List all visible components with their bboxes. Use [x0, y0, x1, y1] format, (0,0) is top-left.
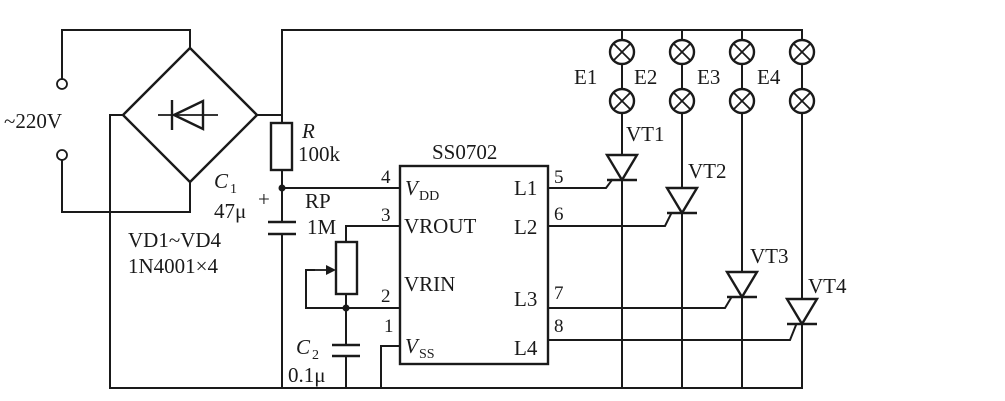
- thyristor-label-vt2: VT2: [688, 159, 727, 183]
- lamp-label-e1: E1: [574, 65, 597, 89]
- pin-name: L1: [514, 176, 537, 200]
- ic-body: [398, 164, 550, 366]
- bridge-label-line1: VD1~VD4: [128, 228, 222, 252]
- pin-name: L3: [514, 287, 537, 311]
- lamp-column-4: [784, 29, 820, 389]
- rp-wiper-arrow: [326, 265, 336, 275]
- ac-terminal-bottom: [56, 149, 68, 161]
- bridge-diode-symbol: [171, 99, 205, 131]
- pin-name-main: VROUT: [404, 214, 477, 238]
- pin-number: 4: [381, 167, 391, 188]
- pin-name-main: V: [405, 334, 420, 358]
- capacitor-c1: [268, 187, 296, 389]
- thyristor-icon: [664, 186, 700, 216]
- pin-number: 2: [381, 286, 391, 307]
- ac-wires: [61, 29, 191, 213]
- c1-ref: C: [214, 169, 229, 193]
- c2-ref-sub: 2: [312, 348, 319, 363]
- ic-name: SS0702: [432, 140, 497, 164]
- ac-terminal-top: [56, 78, 68, 90]
- pin-number: 7: [554, 283, 564, 304]
- lamp-label-e2: E2: [634, 65, 657, 89]
- bridge-outputs: [109, 114, 283, 389]
- lamp-label-e3: E3: [697, 65, 720, 89]
- resistor-value: 100k: [298, 142, 341, 166]
- rp-body: [334, 240, 359, 296]
- pin-name: L2: [514, 215, 537, 239]
- bridge-label-line2: 1N4001×4: [128, 254, 219, 278]
- pin-name-sub: SS: [419, 347, 435, 362]
- c2-ref: C: [296, 335, 311, 359]
- lamp-column-1: [604, 29, 640, 389]
- pin-name-sub: DD: [419, 189, 439, 204]
- potentiometer-rp: [305, 225, 401, 309]
- pin-number: 8: [554, 316, 564, 337]
- thyristor-icon: [604, 153, 640, 183]
- c2-value: 0.1μ: [288, 363, 326, 387]
- rp-value: 1M: [307, 215, 337, 239]
- resistor-ref: R: [301, 119, 315, 143]
- lamp-column-2: [664, 29, 700, 389]
- pin-number: 1: [384, 316, 394, 337]
- lamp-label-e4: E4: [757, 65, 781, 89]
- ac-source: ~220V: [4, 78, 68, 161]
- pin-name-main: VRIN: [404, 272, 455, 296]
- c1-polarity: +: [258, 187, 270, 211]
- ac-source-label: ~220V: [4, 109, 62, 133]
- rp-ref: RP: [305, 189, 331, 213]
- c1-value: 47μ: [214, 199, 246, 223]
- thyristor-label-vt4: VT4: [808, 274, 847, 298]
- pin-number: 5: [554, 167, 564, 188]
- pin-number: 6: [554, 204, 564, 225]
- thyristor-label-vt1: VT1: [626, 122, 665, 146]
- thyristor-label-vt3: VT3: [750, 244, 789, 268]
- pin-number: 3: [381, 205, 391, 226]
- pin-name-main: V: [405, 176, 420, 200]
- resistor-r: [269, 121, 294, 172]
- vss-wire: [380, 345, 401, 389]
- top-rail: [281, 29, 803, 116]
- output-wires: [547, 178, 798, 341]
- bridge-rectifier: [121, 46, 259, 184]
- thyristor-icon: [784, 297, 820, 327]
- bridge-diamond: [121, 46, 259, 184]
- pin-name: L4: [514, 336, 538, 360]
- thyristor-icon: [724, 270, 760, 300]
- capacitor-c2: [332, 307, 360, 389]
- c1-ref-sub: 1: [230, 182, 237, 197]
- lamp-column-3: [724, 29, 760, 389]
